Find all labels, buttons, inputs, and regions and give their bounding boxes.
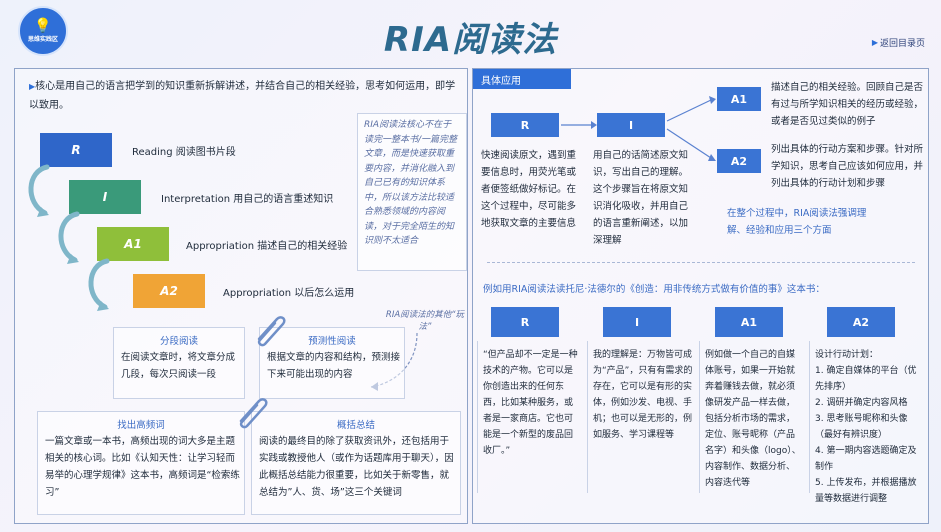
plan-item: 1. 确定自媒体的平台（优先排序） bbox=[815, 366, 917, 392]
step-i-box: I bbox=[69, 180, 141, 214]
step-a2-label: Appropriation 以后怎么运用 bbox=[223, 288, 355, 299]
back-link-label: 返回目录页 bbox=[879, 39, 925, 49]
flow-a1-text: 描述自己的相关经验。回顾自己是否有过与所学知识相关的经历或经验，或者是否见过类似… bbox=[771, 82, 924, 127]
left-panel: ▶核心是用自己的语言把学到的知识重新拆解讲述，并结合自己的相关经验，思考如何运用… bbox=[14, 68, 468, 524]
method-box bbox=[259, 327, 405, 399]
application-tab: 具体应用 bbox=[473, 69, 571, 89]
method-title: 预测性阅读 bbox=[308, 336, 356, 347]
step-a1-box: A1 bbox=[97, 227, 169, 261]
example-a1-box: A1 bbox=[715, 307, 783, 337]
example-i-text: 我的理解是：万物皆可成为“产品”，只有有需求的存在，它可以是有形的实体，例如沙发… bbox=[593, 350, 693, 440]
method-title: 找出高频词 bbox=[117, 420, 165, 431]
plan-item: 4. 第一期内容选题确定及制作 bbox=[815, 446, 917, 472]
example-a2-box: A2 bbox=[827, 307, 895, 337]
method-text: 一篇文章或一本书，高频出现的词大多是主题相关的核心词。比如《认知天性：让学习轻而… bbox=[45, 436, 240, 498]
plan-item: 5. 上传发布，并根据播放量等数据进行调整 bbox=[815, 478, 917, 504]
step-a1-label: Appropriation 描述自己的相关经验 bbox=[186, 241, 348, 252]
step-a2-box: A2 bbox=[133, 274, 205, 308]
plan-item: 3. 思考账号昵称和头像（最好有辨识度） bbox=[815, 414, 908, 440]
flow-summary: 在整个过程中，RIA阅读法强调理解、经验和应用三个方面 bbox=[727, 208, 867, 236]
fun-note: RIA阅读法的其他“玩法” bbox=[385, 310, 465, 332]
example-a1-text: 例如做一个自己的自媒体账号，如果一开始就奔着赚钱去做，就必须像研发产品一样去做，… bbox=[705, 350, 801, 488]
curved-arrow-icon bbox=[88, 258, 110, 311]
flow-a2-text: 列出具体的行动方案和步骤。针对所学知识，思考自己应该如何应用，并列出具体的行动计… bbox=[771, 144, 924, 189]
flow-r-box: R bbox=[491, 113, 559, 137]
paperclip-icon bbox=[239, 398, 268, 429]
column-divider bbox=[699, 341, 700, 493]
play-arrow-icon: ▶ bbox=[871, 38, 878, 47]
method-text: 在阅读文章时，将文章分成几段，每次只阅读一段 bbox=[121, 352, 236, 380]
method-title: 分段阅读 bbox=[159, 336, 198, 347]
method-text: 阅读的最终目的除了获取资讯外，还包括用于实践或教授他人（或作为话题库用于聊天），… bbox=[259, 436, 454, 498]
lightbulb-icon: 💡 bbox=[34, 18, 52, 34]
method-text: 根据文章的内容和结构，预测接下来可能出现的内容 bbox=[267, 352, 401, 380]
logo: 💡 思维实践区 bbox=[18, 6, 68, 56]
flow-i-box: I bbox=[597, 113, 665, 137]
curved-arrow-icon bbox=[58, 211, 80, 264]
divider bbox=[487, 262, 915, 263]
method-title: 概括总结 bbox=[336, 420, 375, 431]
flow-a1-box: A1 bbox=[717, 87, 761, 111]
example-i-box: I bbox=[603, 307, 671, 337]
intro-text: ▶核心是用自己的语言把学到的知识重新拆解讲述，并结合自己的相关经验，思考如何运用… bbox=[29, 81, 456, 111]
flow-r-text: 快速阅读原文，遇到重要信息时，用荧光笔或者便签纸做好标记。在这个过程中，尽可能多… bbox=[481, 150, 577, 229]
flow-i-text: 用自己的话简述原文知识，写出自己的理解。这个步骤旨在将原文知识消化吸收，并用自己… bbox=[593, 150, 689, 246]
logo-text: 思维实践区 bbox=[27, 36, 58, 43]
example-r-text: “但产品却不一定是一种技术的产物。它可以是你创造出来的任何东西，比如某种服务，或… bbox=[483, 350, 578, 456]
column-divider bbox=[477, 341, 478, 493]
paperclip-icon bbox=[257, 316, 286, 347]
method-box bbox=[251, 411, 461, 515]
page-title: RIA阅读法 bbox=[383, 20, 558, 60]
plan-item: 2. 调研并确定内容风格 bbox=[815, 398, 908, 408]
play-arrow-icon: ▶ bbox=[29, 82, 36, 91]
example-title: 例如用RIA阅读法读托尼·法德尔的《创造：用非传统方式做有价值的事》这本书： bbox=[483, 284, 825, 295]
column-divider bbox=[809, 341, 810, 493]
right-panel: 具体应用 R I A1 A2 快速阅读原文，遇到重要信息时，用荧光笔或者便签纸做… bbox=[472, 68, 929, 524]
plan-title: 设计行动计划： bbox=[815, 350, 879, 360]
step-i-label: Interpretation 用自己的语言重述知识 bbox=[161, 194, 334, 205]
flow-a2-box: A2 bbox=[717, 149, 761, 173]
step-r-label: Reading 阅读图书片段 bbox=[132, 147, 236, 158]
curved-arrow-icon bbox=[28, 164, 50, 217]
side-note: RIA阅读法核心不在于读完一整本书/一篇完整文章，而是快速获取重要内容，并消化融… bbox=[357, 113, 467, 271]
column-divider bbox=[587, 341, 588, 493]
method-box bbox=[113, 327, 245, 399]
back-to-contents-link[interactable]: ▶ 返回目录页 bbox=[872, 36, 925, 49]
example-a2-plan: 设计行动计划： 1. 确定自媒体的平台（优先排序） 2. 调研并确定内容风格 3… bbox=[815, 347, 925, 507]
step-r-box: R bbox=[40, 133, 112, 167]
flow-arrows bbox=[561, 96, 716, 161]
method-box bbox=[37, 411, 245, 515]
example-r-box: R bbox=[491, 307, 559, 337]
